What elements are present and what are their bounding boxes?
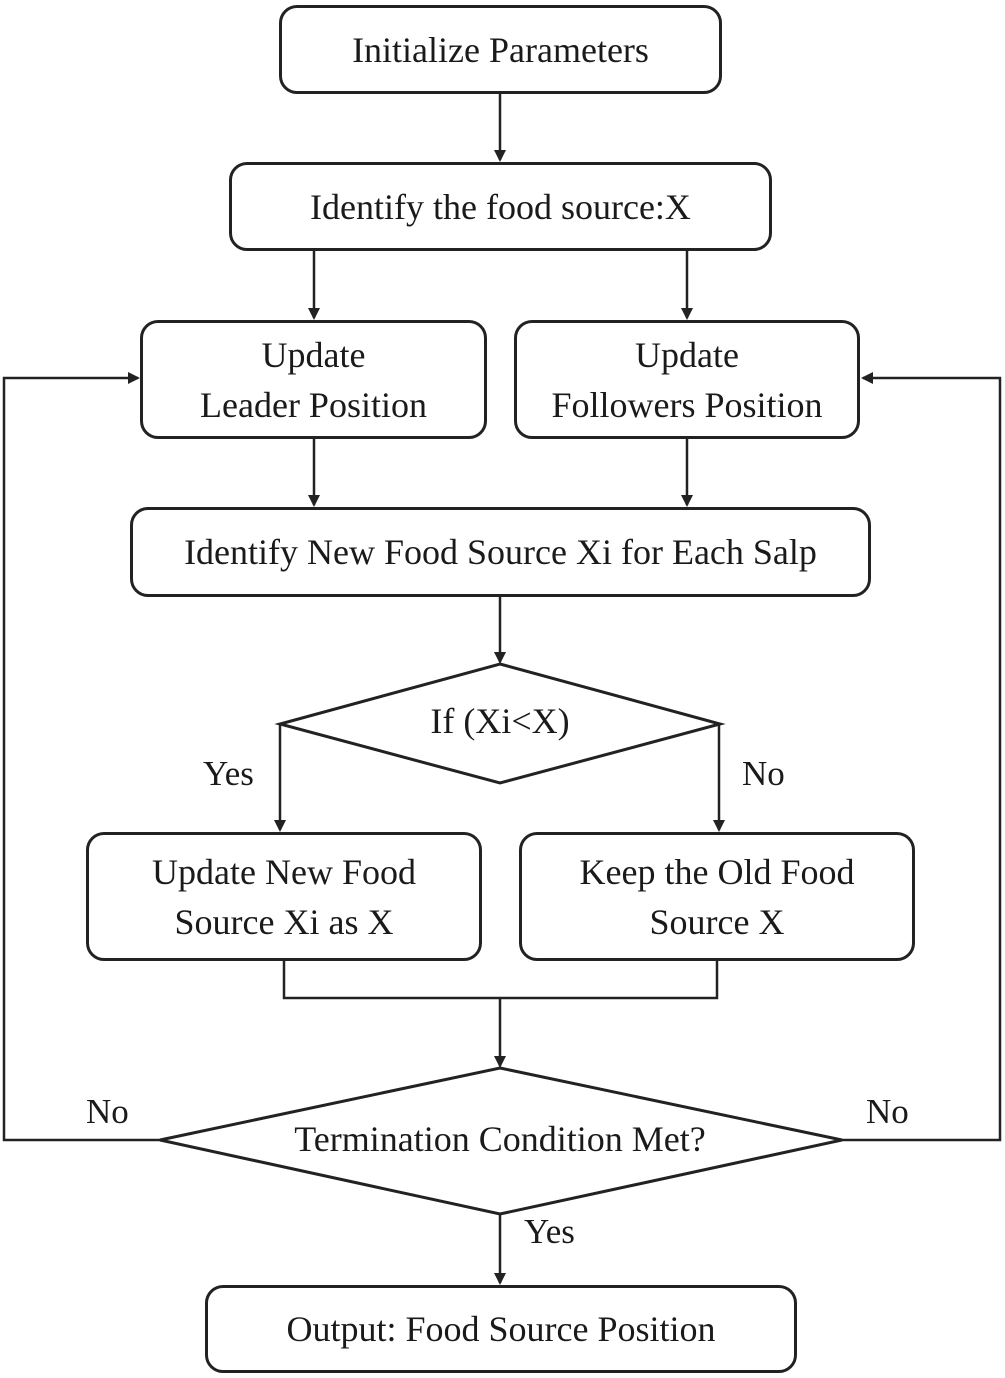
keep-old-food-source-box: Keep the Old Food Source X (519, 832, 915, 961)
identify-food-source-label: Identify the food source:X (310, 186, 691, 227)
identify-new-food-source-box: Identify New Food Source Xi for Each Sal… (130, 507, 871, 597)
condition-label: If (Xi<X) (430, 701, 570, 741)
identify-food-source-box: Identify the food source:X (229, 162, 772, 251)
update-followers-label-line1: Update (635, 334, 739, 375)
update-new-food-source-line2: Source Xi as X (174, 901, 394, 942)
termination-diamond (159, 1066, 843, 1216)
termination-no-right-label: No (866, 1092, 909, 1131)
update-leader-label-line1: Update (261, 334, 366, 375)
update-new-food-source-line1: Update New Food (152, 851, 416, 892)
loop-back-left (2, 372, 160, 1142)
output-label: Output: Food Source Position (286, 1309, 716, 1349)
output-box: Output: Food Source Position (205, 1285, 797, 1373)
termination-label: Termination Condition Met? (294, 1119, 706, 1159)
loop-back-right (842, 372, 1002, 1142)
initialize-parameters-box: Initialize Parameters (279, 5, 722, 94)
update-new-food-source-box: Update New Food Source Xi as X (86, 832, 482, 961)
update-followers-label-line2: Followers Position (551, 384, 823, 425)
update-leader-label-line2: Leader Position (200, 384, 427, 425)
update-followers-box: Update Followers Position (514, 320, 860, 439)
condition-no-label: No (742, 754, 785, 793)
identify-new-food-source-label: Identify New Food Source Xi for Each Sal… (184, 532, 817, 572)
merge-connector (282, 961, 719, 1000)
initialize-parameters-label: Initialize Parameters (352, 29, 649, 70)
termination-yes-label: Yes (524, 1212, 575, 1251)
keep-old-food-source-line1: Keep the Old Food (579, 851, 855, 892)
update-leader-box: Update Leader Position (140, 320, 487, 439)
condition-yes-label: Yes (203, 754, 254, 793)
termination-no-left-label: No (86, 1092, 129, 1131)
keep-old-food-source-line2: Source X (649, 901, 785, 942)
condition-diamond (274, 662, 726, 785)
